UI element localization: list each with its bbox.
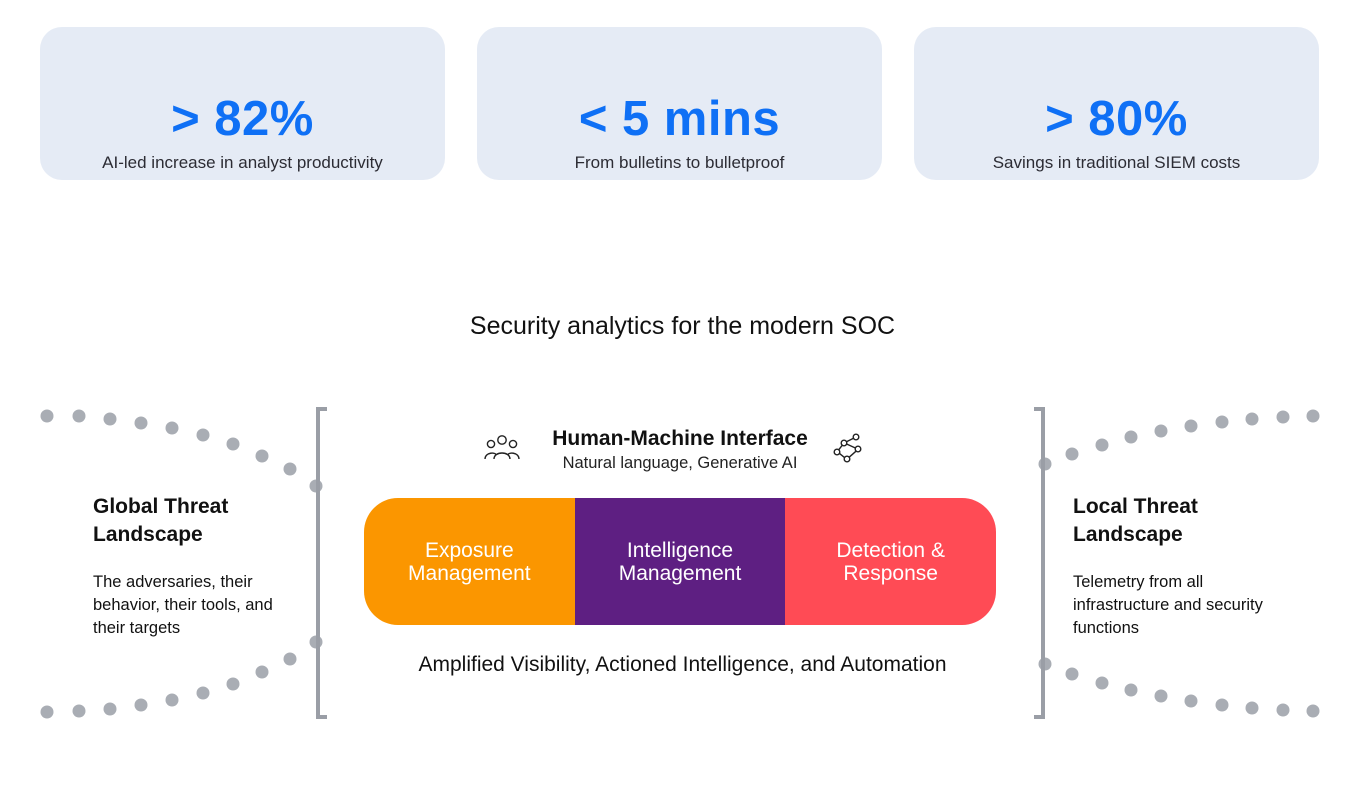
local-threat-title: Local Threat Landscape (1073, 495, 1198, 546)
dot (1306, 409, 1320, 423)
greater-than-icon: > (171, 92, 201, 146)
stat-label: AI-led increase in analyst productivity (102, 153, 383, 172)
right-dot-funnel (1038, 409, 1320, 718)
stat-number: 80% (1088, 92, 1188, 146)
stat-label: Savings in traditional SIEM costs (992, 153, 1241, 172)
dot (40, 705, 54, 719)
dot (1065, 447, 1079, 461)
dot (165, 693, 179, 707)
dot (103, 702, 117, 716)
dot (165, 421, 179, 435)
section-heading: Security analytics for the modern SOC (469, 312, 896, 340)
dot (103, 412, 117, 426)
capability-pill: Exposure Management Intelligence Managem… (364, 498, 996, 625)
tagline: Amplified Visibility, Actioned Intellige… (418, 653, 947, 676)
dot (1215, 698, 1229, 712)
dot (1215, 415, 1229, 429)
dot (1154, 689, 1168, 703)
dot (134, 698, 148, 712)
dot (1124, 683, 1138, 697)
dot (196, 428, 210, 442)
dot (1306, 704, 1320, 718)
stat-number: 82% (214, 92, 314, 146)
dot (226, 677, 240, 691)
dot (1184, 419, 1198, 433)
dot (1124, 430, 1138, 444)
stat-number: 5 mins (621, 92, 781, 146)
segment-exposure-management: Exposure Management (364, 498, 575, 625)
people-icon (483, 431, 521, 468)
stat-value: >80% (914, 89, 1319, 149)
global-threat-title: Global Threat Landscape (93, 495, 229, 546)
segment-detection-response: Detection & Response (785, 498, 996, 625)
greater-than-icon: > (1045, 92, 1075, 146)
dot (1276, 410, 1290, 424)
dot (1184, 694, 1198, 708)
dot (226, 437, 240, 451)
stat-card-savings: >80% Savings in traditional SIEM costs (914, 27, 1319, 180)
right-bracket (1034, 407, 1045, 719)
dot (1065, 667, 1079, 681)
dot (283, 652, 297, 666)
left-bracket (316, 407, 327, 719)
stat-card-time: <5 mins From bulletins to bulletproof (477, 27, 882, 180)
dot (72, 409, 86, 423)
dot (196, 686, 210, 700)
dot (72, 704, 86, 718)
global-threat-description: The adversaries, their behavior, their t… (93, 573, 273, 637)
dot (1095, 438, 1109, 452)
local-threat-description: Telemetry from all infrastructure and se… (1073, 573, 1263, 637)
dot (134, 416, 148, 430)
hmi-title: Human-Machine Interface (552, 427, 808, 450)
stat-value: <5 mins (477, 89, 882, 149)
stat-value: >82% (40, 89, 445, 149)
dot (255, 449, 269, 463)
dot (1245, 701, 1259, 715)
stat-label: From bulletins to bulletproof (574, 153, 785, 172)
dot (1276, 703, 1290, 717)
less-than-icon: < (578, 92, 608, 146)
hmi-subtitle: Natural language, Generative AI (562, 454, 798, 472)
stat-card-productivity: >82% AI-led increase in analyst producti… (40, 27, 445, 180)
dot (255, 665, 269, 679)
dot (1095, 676, 1109, 690)
dot (1154, 424, 1168, 438)
dot (283, 462, 297, 476)
dot (40, 409, 54, 423)
dot (1245, 412, 1259, 426)
network-icon (832, 432, 864, 469)
segment-intelligence-management: Intelligence Management (574, 498, 786, 625)
